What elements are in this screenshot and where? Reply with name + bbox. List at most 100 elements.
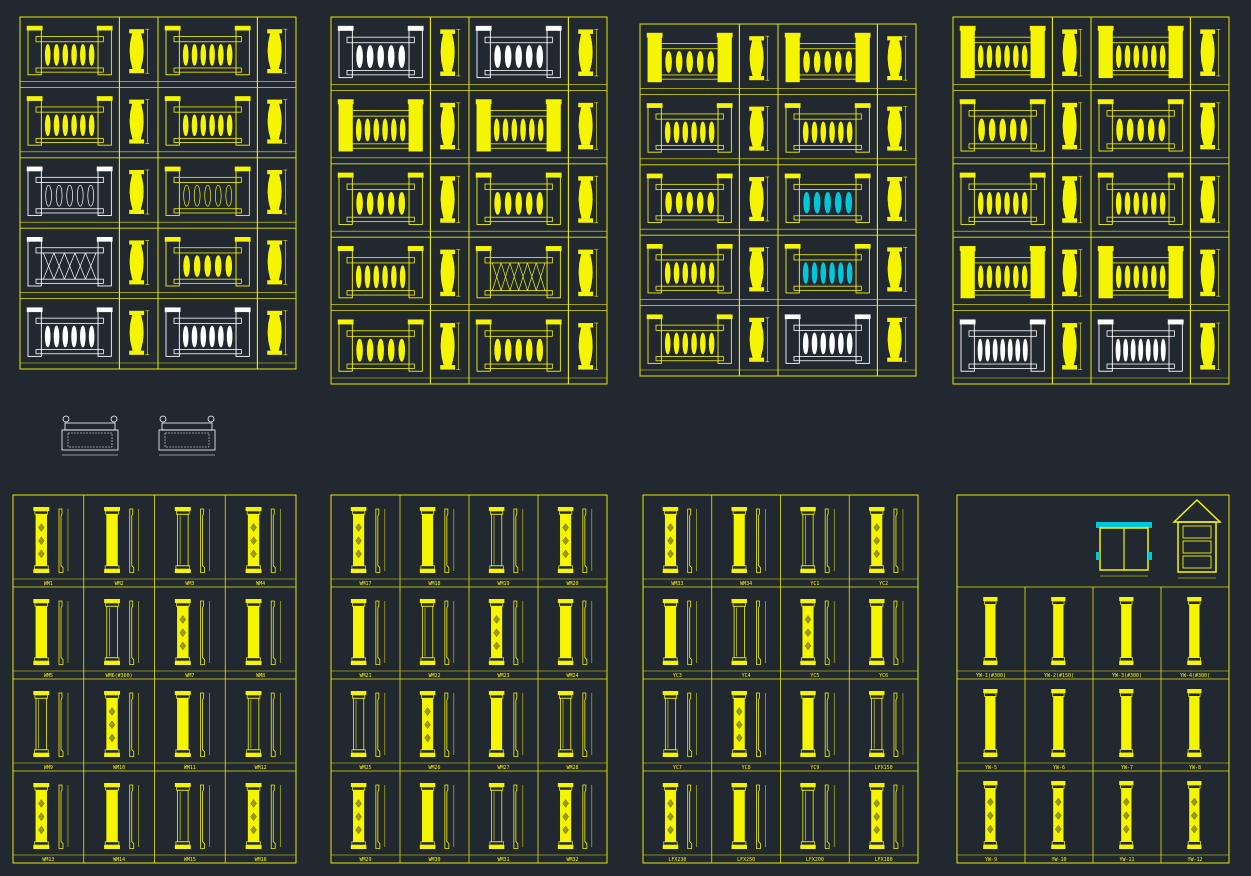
item-label: WM27 [497, 765, 509, 771]
balustrade-sheet-1-cell-r1c3 [164, 25, 251, 76]
balustrade-sheet-2-cell-r2c2 [440, 102, 461, 150]
balustrade-sheet-1-cell-r5c3 [164, 307, 251, 357]
column-sheet-3-item-14: LFX250 [731, 783, 766, 863]
item-label: WM17 [359, 581, 371, 587]
column-sheet-3-item-8: YC6 [869, 599, 904, 679]
item-label: WM22 [428, 673, 440, 679]
balustrade-sheet-2-cell-r4c1 [337, 246, 424, 299]
balustrade-sheet-3-cell-r3c1 [646, 173, 733, 224]
balustrade-sheet-1-cell-r5c1 [26, 307, 113, 357]
balustrade-sheet-1-cell-r4c3 [164, 236, 251, 287]
item-label: YW-3(#300) [1112, 673, 1142, 679]
column-sheet-2-item-11: WM27 [488, 691, 524, 771]
column-sheet-1-item-8: WM8 [245, 599, 281, 679]
item-label: WM16 [255, 857, 267, 863]
balustrade-sheet-1-cell-r4c1 [26, 236, 113, 287]
item-label: LFX150 [875, 765, 893, 771]
column-sheet-4-item-1: YW-1(#300) [976, 597, 1006, 679]
balustrade-sheet-4-cell-r2c4 [1200, 102, 1221, 150]
balustrade-sheet-3-cell-r4c2 [749, 247, 770, 292]
column-sheet-4-item-7: YW-7 [1119, 689, 1134, 771]
balustrade-sheet-3-cell-r3c4 [887, 176, 908, 222]
column-sheet-4: YW-1(#300) YW-2(#150) YW-3(#300) YW-4(#300)… [956, 494, 1230, 864]
balustrade-sheet-4-cell-r1c1 [959, 25, 1046, 79]
item-label: WM9 [44, 765, 53, 771]
balustrade-sheet-4-cell-r3c1 [959, 172, 1046, 225]
column-sheet-3-item-5: YC3 [662, 599, 697, 679]
item-label: LFX200 [806, 857, 824, 863]
item-label: WM26 [428, 765, 440, 771]
item-label: WM32 [566, 857, 578, 863]
item-label: WM10 [113, 765, 125, 771]
column-sheet-2-item-8: WM24 [557, 599, 593, 679]
balustrade-sheet-4-cell-r3c4 [1200, 175, 1221, 224]
balustrade-sheet-4-cell-r5c2 [1062, 322, 1083, 370]
column-sheet-3-item-1: WM33 [662, 507, 697, 587]
column-sheet-1-item-15: WM15 [174, 783, 210, 863]
column-sheet-1-item-6: WM6(#300) [104, 599, 139, 679]
balustrade-sheet-2-cell-r2c1 [337, 99, 424, 152]
column-sheet-1-item-1: WM1 [33, 507, 69, 587]
column-sheet-1-item-10: WM10 [104, 691, 139, 771]
balustrade-sheet-1-cell-r5c2 [129, 310, 150, 356]
item-label: YW-11 [1119, 857, 1134, 863]
column-sheet-2-item-15: WM31 [488, 783, 524, 863]
item-label: YW-5 [985, 765, 997, 771]
balustrade-sheet-2-cell-r1c1 [337, 25, 424, 79]
column-sheet-1-item-7: WM7 [174, 599, 210, 679]
balustrade-sheet-4-cell-r1c3 [1097, 25, 1184, 79]
balustrade-sheet-3-cell-r5c3 [784, 314, 871, 364]
column-sheet-4-item-4: YW-4(#300) [1180, 597, 1210, 679]
column-sheet-1-item-11: WM11 [174, 691, 210, 771]
balustrade-sheet-4-cell-r4c4 [1200, 249, 1221, 297]
column-sheet-4-item-8: YW-8 [1187, 689, 1202, 771]
balustrade-sheet-3-cell-r1c4 [887, 35, 908, 81]
item-label: WM33 [671, 581, 683, 587]
item-label: WM2 [115, 581, 124, 587]
balustrade-sheet-4-cell-r4c1 [959, 246, 1046, 299]
balustrade-sheet-4-cell-r1c4 [1200, 29, 1221, 77]
balustrade-sheet-2-cell-r4c2 [440, 249, 461, 297]
column-sheet-4-item-3: YW-3(#300) [1112, 597, 1142, 679]
balustrade-sheet-4-cell-r2c3 [1097, 99, 1184, 152]
column-sheet-2-item-1: WM17 [350, 507, 386, 587]
column-sheet-3-item-4: YC2 [869, 507, 904, 587]
balustrade-sheet-2-cell-r1c4 [578, 29, 599, 77]
item-label: WM3 [185, 581, 194, 587]
column-sheet-3-item-7: YC5 [800, 599, 835, 679]
window-elevation-2 [1172, 498, 1222, 579]
balustrade-sheet-2-cell-r3c1 [337, 172, 424, 225]
balustrade-sheet-4-cell-r2c2 [1062, 102, 1083, 150]
balustrade-sheet-2-cell-r2c4 [578, 102, 599, 150]
balustrade-sheet-2-cell-r5c1 [337, 319, 424, 372]
balustrade-sheet-4-cell-r1c2 [1062, 29, 1083, 77]
column-sheet-4-item-12: YW-12 [1187, 781, 1203, 863]
column-sheet-3-item-12: LFX150 [869, 691, 904, 771]
balustrade-sheet-1 [19, 16, 297, 370]
column-sheet-2-item-5: WM21 [350, 599, 386, 679]
balustrade-sheet-2-cell-r3c3 [475, 172, 562, 225]
item-label: YW-2(#150) [1044, 673, 1074, 679]
item-label: YC3 [673, 673, 682, 679]
column-sheet-4-item-9: YW-9 [983, 781, 998, 863]
item-label: WM14 [113, 857, 125, 863]
balustrade-sheet-1-cell-r4c4 [267, 240, 288, 285]
item-label: WM5 [44, 673, 53, 679]
item-label: WM1 [44, 581, 53, 587]
balustrade-sheet-1-cell-r3c3 [164, 166, 251, 217]
column-sheet-4-item-5: YW-5 [983, 689, 998, 771]
column-sheet-4-item-2: YW-2(#150) [1044, 597, 1074, 679]
balustrade-sheet-2-cell-r4c3 [475, 246, 562, 299]
balustrade-sheet-2 [330, 16, 608, 385]
balustrade-sheet-3-cell-r1c2 [749, 35, 770, 81]
balustrade-sheet-3-cell-r5c2 [749, 317, 770, 363]
balustrade-sheet-2-cell-r5c4 [578, 322, 599, 370]
item-label: YC8 [742, 765, 751, 771]
balustrade-sheet-4-cell-r5c1 [959, 319, 1046, 372]
balustrade-sheet-3-cell-r4c3 [784, 243, 871, 294]
balustrade-sheet-3-cell-r3c2 [749, 176, 770, 222]
small-balustrade-2 [158, 415, 216, 456]
